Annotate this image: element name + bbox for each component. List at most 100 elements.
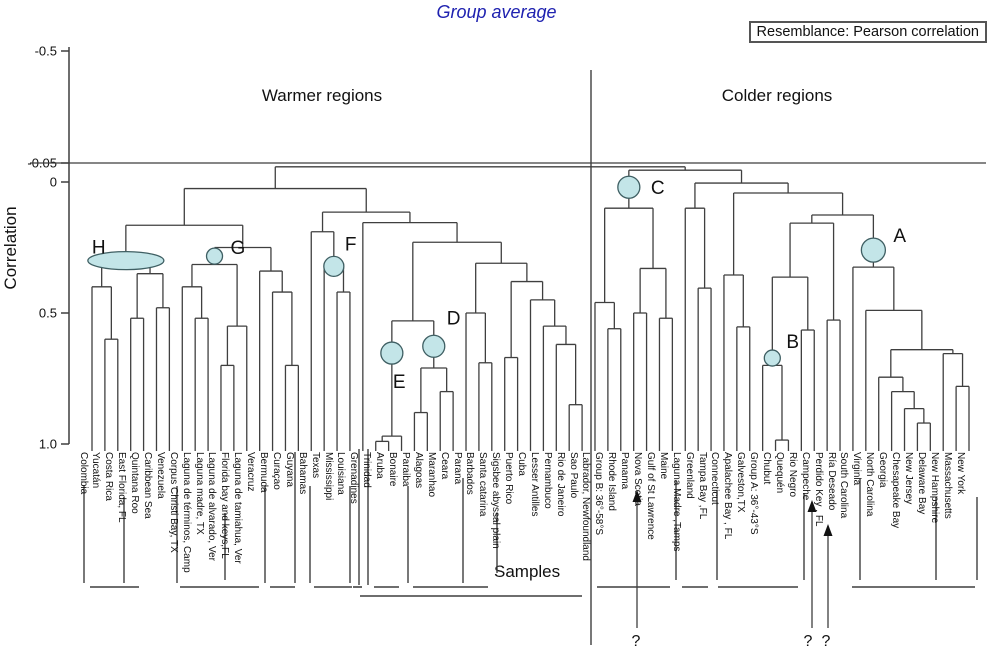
leaf-label: Rio de Janeiro [554, 452, 566, 517]
leaf-label: Apalachee Bay , FL [722, 452, 734, 540]
cluster-marker-B-circle [763, 349, 781, 367]
leaf-label: Group A: 36°-43°S [748, 452, 760, 535]
leaf-label: Ceara [438, 452, 450, 480]
leaf-label: Mississippi [322, 452, 334, 501]
leaf-label: Quintana Roo [129, 452, 141, 514]
chart-title: Group average [436, 2, 557, 22]
leaf-label: Chubut [761, 452, 773, 485]
leaf-label: Puerto Rico [503, 452, 515, 505]
uncertain-sample-arrowhead [632, 490, 642, 502]
leaf-label: Delaware Bay [915, 452, 927, 515]
cluster-letter-D: D [447, 308, 461, 329]
cluster-marker-H-ellipse [87, 250, 165, 271]
leaf-label: Virginia [851, 452, 863, 486]
leaf-label: East Florida, FL [116, 452, 128, 523]
resemblance-box: Resemblance: Pearson correlation [748, 21, 987, 43]
cluster-letter-F: F [345, 234, 357, 255]
leaf-label: Gulf of St Lawrence [644, 452, 656, 540]
y-axis-tick-label: -0.5 [35, 44, 57, 59]
leaf-label: New Jersey [902, 452, 914, 505]
leaf-label: Cuba [516, 452, 527, 476]
leaf-label: Veracruz [245, 452, 257, 492]
leaf-label: Laguna Madre ,Tamps [670, 452, 682, 552]
leaf-label: Panama [619, 452, 631, 490]
leaf-label: Maine [657, 452, 669, 480]
leaf-label: Paraiba [399, 452, 411, 487]
leaf-label: New Hampshire [928, 452, 940, 524]
leaf-label: Texas [309, 452, 321, 479]
samples-label: Samples [494, 562, 561, 581]
cluster-marker-G-circle [205, 247, 224, 265]
leaf-label: North Carolina [864, 452, 876, 517]
leaf-label: Pernambuco [541, 452, 553, 509]
leaf-label: Costa Rica [103, 452, 115, 501]
leaf-label: Galveston,TX [735, 452, 747, 513]
leaf-label: Campeche [799, 452, 811, 501]
leaf-label: Sigsbee abyssal plain [490, 452, 502, 549]
leaf-label: Corpus Christi Bay, TX [167, 452, 179, 553]
leaf-label: Quequén [773, 452, 785, 494]
leaf-label: Ría Deseado [825, 452, 837, 511]
uncertain-sample-arrowhead [807, 500, 817, 512]
question-mark: ? [632, 633, 641, 650]
leaf-label: Florida bay and keys,FL [219, 452, 231, 559]
y-axis-tick-label: 0.5 [39, 306, 57, 321]
leaf-label: Maranhao [425, 452, 437, 498]
leaf-label: Bahamas [296, 452, 308, 495]
y-axis-tick-label: 0 [50, 175, 57, 190]
cluster-letter-E: E [393, 372, 406, 393]
uncertain-sample-arrowhead [823, 524, 833, 536]
leaf-label: Laguna de alvarado, Ver [206, 452, 218, 561]
cluster-letter-H: H [92, 238, 106, 259]
leaf-label: Sao Paulo [567, 452, 579, 499]
leaf-label: Louisiana [335, 452, 347, 495]
leaf-label: Georgia [877, 452, 889, 488]
cluster-letter-B: B [786, 332, 799, 353]
leaf-label: Barbados [464, 452, 476, 495]
leaf-label: Aruba [374, 452, 386, 479]
leaf-label: Grenadines [348, 452, 360, 504]
leaf-label: Alagoas [412, 452, 424, 489]
leaf-label: Laguna madre, TX [193, 452, 205, 535]
leaf-label: Lesser Antilles [528, 452, 540, 517]
leaf-label: Connecticut [709, 452, 721, 505]
leaf-label: Parana [451, 452, 463, 485]
leaf-label: Labrador, Newfoundland [580, 452, 592, 561]
cluster-marker-A-circle [860, 237, 887, 263]
leaf-label: Colombia [77, 452, 89, 495]
question-mark: ? [804, 633, 813, 650]
warmer-regions-label: Warmer regions [261, 86, 383, 105]
cluster-marker-D-circle [422, 334, 446, 358]
leaf-label: Curaçao [270, 452, 282, 490]
cluster-marker-C-circle [617, 175, 641, 199]
y-axis-tick-label: 1.0 [39, 437, 57, 452]
leaf-label: Bermuda [258, 452, 270, 493]
leaf-label: Perdido Key , FL [812, 452, 824, 527]
leaf-label: Laguna de tamiahua, Ver [232, 452, 244, 564]
leaf-label: Yucatán [90, 452, 102, 489]
leaf-label: Rhode Island [606, 452, 618, 511]
leaf-label: Group B: 36°-58°S [593, 452, 605, 536]
leaf-label: South Carolina [838, 452, 850, 519]
leaf-label: Trinidad [361, 452, 373, 488]
colder-regions-label: Colder regions [721, 86, 833, 105]
cluster-letter-A: A [893, 226, 906, 247]
leaf-label: Tampa Bay ,FL [696, 452, 708, 520]
leaf-label: Guyana [283, 452, 295, 488]
leaf-label: Rio Negro [786, 452, 798, 498]
leaf-label: New York [954, 452, 966, 495]
leaf-label: Greenland [683, 452, 695, 499]
cluster-marker-E-circle [380, 341, 404, 365]
cluster-letter-C: C [651, 178, 665, 199]
leaf-label: Nova Scotia [632, 452, 644, 506]
leaf-label: Massachusetts [941, 452, 953, 519]
leaf-label: Santa catarina [477, 452, 489, 517]
leaf-label: Bonaire [387, 452, 399, 487]
question-mark: ? [822, 633, 831, 650]
cluster-marker-F-circle [323, 255, 345, 278]
leaf-label: Chesapeake Bay [890, 452, 901, 529]
cluster-letter-G: G [231, 238, 246, 259]
leaf-label: Laguna de términos, Camp [180, 452, 192, 573]
